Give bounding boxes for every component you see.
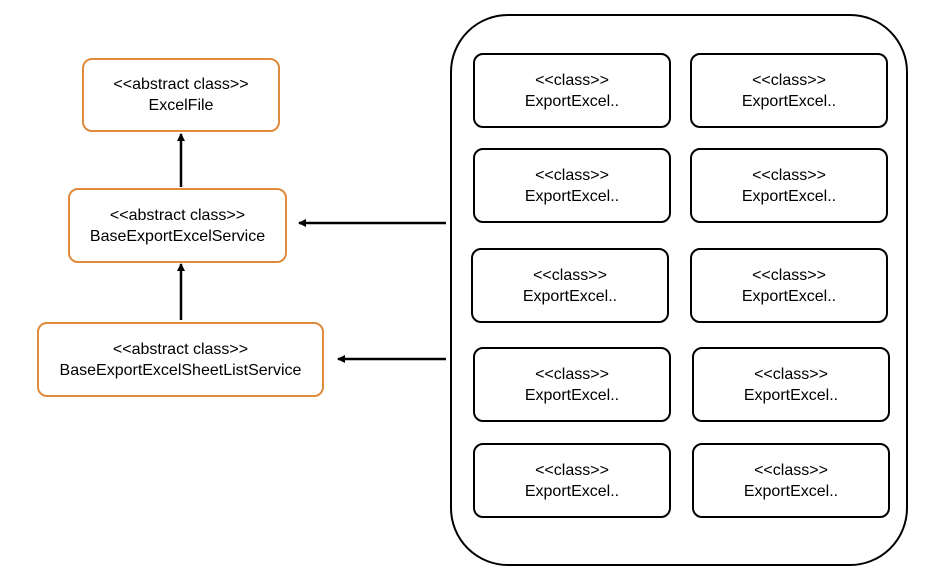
stereotype-label: <<class>>	[752, 71, 826, 89]
stereotype-label: <<class>>	[752, 266, 826, 284]
class-name: ExportExcel..	[522, 287, 618, 305]
stereotype-label: <<class>>	[535, 365, 609, 383]
class-export-excel-2[interactable]: <<class>> ExportExcel..	[690, 53, 888, 128]
class-name: ExportExcel..	[524, 386, 620, 404]
stereotype-label: <<abstract class>>	[113, 76, 249, 93]
abstract-class-base-export-excel-service[interactable]: <<abstract class>> BaseExportExcelServic…	[68, 188, 287, 263]
class-export-excel-6[interactable]: <<class>> ExportExcel..	[690, 248, 888, 323]
class-name: BaseExportExcelService	[89, 227, 266, 245]
class-export-excel-3[interactable]: <<class>> ExportExcel..	[473, 148, 671, 223]
abstract-class-base-export-excel-sheet-list-service[interactable]: <<abstract class>> BaseExportExcelSheetL…	[37, 322, 324, 397]
stereotype-label: <<class>>	[754, 365, 828, 383]
class-name: ExportExcel..	[741, 187, 837, 205]
class-export-excel-4[interactable]: <<class>> ExportExcel..	[690, 148, 888, 223]
abstract-class-excelfile[interactable]: <<abstract class>> ExcelFile	[82, 58, 280, 132]
stereotype-label: <<class>>	[754, 461, 828, 479]
class-export-excel-9[interactable]: <<class>> ExportExcel..	[473, 443, 671, 518]
class-name: ExportExcel..	[743, 482, 839, 500]
class-name: ExportExcel..	[524, 482, 620, 500]
stereotype-label: <<class>>	[535, 166, 609, 184]
class-name: ExportExcel..	[524, 187, 620, 205]
class-name: ExportExcel..	[741, 287, 837, 305]
stereotype-label: <<class>>	[752, 166, 826, 184]
stereotype-label: <<class>>	[535, 461, 609, 479]
concrete-class-group	[450, 14, 908, 566]
class-export-excel-10[interactable]: <<class>> ExportExcel..	[692, 443, 890, 518]
class-name: BaseExportExcelSheetListService	[59, 361, 302, 379]
class-export-excel-5[interactable]: <<class>> ExportExcel..	[471, 248, 669, 323]
stereotype-label: <<class>>	[533, 266, 607, 284]
class-name: ExportExcel..	[743, 386, 839, 404]
class-export-excel-8[interactable]: <<class>> ExportExcel..	[692, 347, 890, 422]
class-name: ExportExcel..	[741, 92, 837, 110]
stereotype-label: <<abstract class>>	[109, 206, 246, 224]
class-export-excel-1[interactable]: <<class>> ExportExcel..	[473, 53, 671, 128]
class-name: ExcelFile	[148, 97, 214, 114]
class-name: ExportExcel..	[524, 92, 620, 110]
stereotype-label: <<abstract class>>	[112, 340, 249, 358]
stereotype-label: <<class>>	[535, 71, 609, 89]
class-export-excel-7[interactable]: <<class>> ExportExcel..	[473, 347, 671, 422]
